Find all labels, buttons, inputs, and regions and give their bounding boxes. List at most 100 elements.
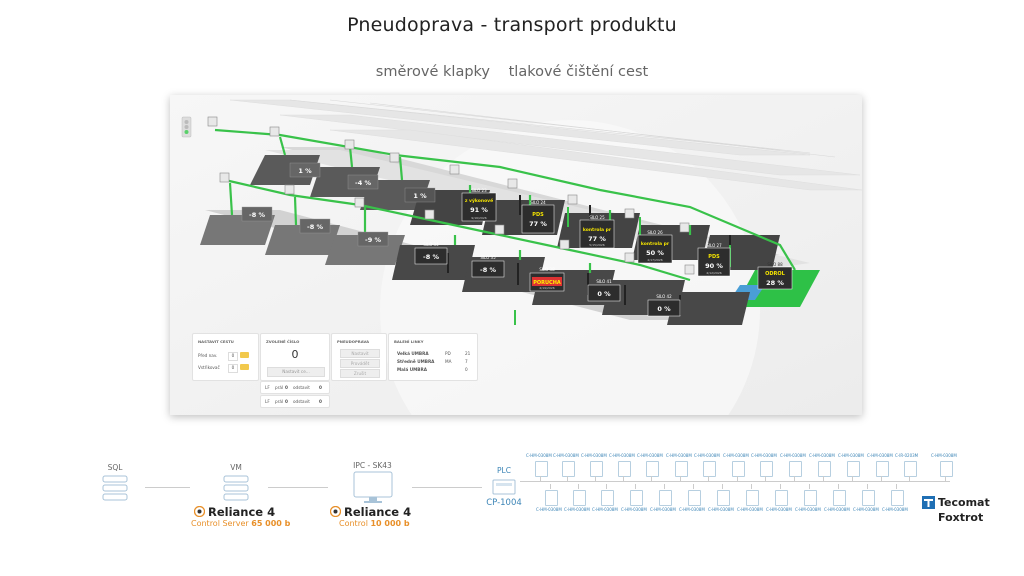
silo-status: PDS (708, 254, 720, 260)
io-module-icon (659, 490, 672, 506)
silo-value: -8 % (423, 253, 439, 261)
panel-counter-1: LF prál 0 odstavit 0 (260, 381, 330, 394)
set-route-button[interactable]: Nastavit ce... (267, 367, 325, 377)
panel-label: Vstřikovač (198, 365, 220, 370)
pipes-row2 (224, 178, 691, 282)
plc-label: PLC (497, 466, 511, 475)
io-module-label: C-HM-0308M (553, 453, 579, 458)
reliance-server-points: 65 000 b (251, 519, 291, 528)
io-module-icon (818, 461, 831, 477)
io-module-icon (573, 490, 586, 506)
counter-label: odstavit (293, 399, 310, 404)
io-module-link (664, 484, 665, 489)
pneu-cancel-button[interactable]: Zrušit (340, 369, 380, 378)
io-module-label: C-HM-0308M (795, 507, 821, 512)
tecomat-logo-icon (922, 496, 935, 509)
tab-smerove-klapky[interactable]: směrové klapky (375, 64, 490, 80)
value-input[interactable]: 0 (228, 352, 238, 361)
pneu-run-button[interactable]: Provádět (340, 359, 380, 368)
reliance-logo-icon (194, 506, 205, 517)
silo-value: 1 % (298, 167, 312, 175)
panel-title: NASTAVIT CESTU (198, 339, 234, 344)
io-module-link (595, 476, 596, 481)
line-name: Malá UMBRA (397, 367, 427, 372)
page-title: Pneudoprava - transport produktu (347, 14, 677, 36)
silo-label: SILO 27 (706, 243, 722, 248)
reliance-control-points: 10 000 b (370, 519, 410, 528)
io-module-link (881, 476, 882, 481)
io-module-link (737, 476, 738, 481)
silo-value: 90 % (705, 262, 723, 270)
io-module-icon (562, 461, 575, 477)
io-module-label: C-HM-0308M (564, 507, 590, 512)
hmi-screen: 1 % -4 % 1 % SILO 23 z výkonové 91 % SIL… (170, 95, 862, 415)
io-module-label: C-HM-0308M (867, 453, 893, 458)
connector-line (145, 487, 190, 488)
io-module-link (606, 484, 607, 489)
silo-label: SILO 34 (423, 242, 439, 247)
silo-value: -9 % (365, 236, 381, 244)
line-value: 21 (465, 351, 471, 356)
value-input[interactable]: 0 (228, 364, 238, 373)
line-code: PD (445, 351, 451, 356)
io-module-icon (804, 490, 817, 506)
io-module-icon (746, 490, 759, 506)
line-code: MA (445, 359, 452, 364)
io-module-label: C-HM-0308M (609, 453, 635, 458)
io-module-label: C-HM-0308M (621, 507, 647, 512)
io-module-link (540, 476, 541, 481)
line-value: 0 (465, 367, 468, 372)
io-module-label: C-HM-0308M (581, 453, 607, 458)
counter-label: prál (275, 399, 284, 404)
silo-value: 77 % (588, 235, 606, 243)
counter-value: 0 (319, 385, 322, 390)
silo-status: z výkonové (465, 197, 493, 204)
io-module-label: C-HM-0308M (780, 453, 806, 458)
svg-text:9/16/2026: 9/16/2026 (471, 216, 486, 220)
pneu-set-button[interactable]: Nastavit (340, 349, 380, 358)
panel-counter-2: LF prál 0 odstavit 0 (260, 395, 330, 408)
io-module-label: C-HM-0308M (637, 453, 663, 458)
io-module-icon (618, 461, 631, 477)
io-module-label: C-HM-0308M (882, 507, 908, 512)
silo-value: -8 % (480, 266, 496, 274)
reliance-control-sub: Control 10 000 b (339, 519, 410, 528)
io-module-link (780, 484, 781, 489)
line-name: Středně UMBRA (397, 359, 435, 364)
silo-label: SILO 88 (767, 262, 783, 267)
io-module-label: C-HM-0308M (723, 453, 749, 458)
io-module-label: C-HM-0308M (666, 453, 692, 458)
io-module-label: C-HM-0308M (526, 453, 552, 458)
svg-text:5/15/2026: 5/15/2026 (589, 243, 604, 247)
io-module-icon (535, 461, 548, 477)
connector-line (268, 487, 328, 488)
io-module-link (722, 484, 723, 489)
folder-icon[interactable] (240, 352, 249, 358)
silo-label: SILO 26 (647, 230, 663, 235)
panel-title: ZVOLENÉ ČÍSLO (266, 339, 300, 344)
silo-value: 50 % (646, 249, 664, 257)
io-module-label: C-HM-0308M (679, 507, 705, 512)
counter-label: LF (265, 399, 270, 404)
ipc-label: IPC - SK43 (353, 461, 392, 470)
io-module-icon (760, 461, 773, 477)
tab-tlakove-cisteni[interactable]: tlakové čištění cest (508, 64, 649, 80)
foxtrot-name: Foxtrot (938, 511, 984, 524)
panel-label: Před nav. (198, 353, 218, 358)
io-module-label: C-HM-0308M (737, 507, 763, 512)
monitor-icon (353, 471, 393, 503)
folder-icon[interactable] (240, 364, 249, 370)
io-module-label: C-HM-0308M (853, 507, 879, 512)
sql-label: SQL (107, 463, 123, 472)
selected-number: 0 (291, 348, 299, 361)
silo-status: kontrola pr (583, 227, 612, 233)
silo-status: ODROL (765, 271, 786, 277)
silo-value: -8 % (249, 211, 265, 219)
io-module-icon (876, 461, 889, 477)
counter-value: 0 (285, 399, 288, 404)
silo-value: 28 % (766, 279, 784, 287)
io-module-icon (833, 490, 846, 506)
io-module-link (680, 476, 681, 481)
tecomat-name: Tecomat (938, 496, 990, 509)
reliance-control-role: Control (339, 519, 368, 528)
